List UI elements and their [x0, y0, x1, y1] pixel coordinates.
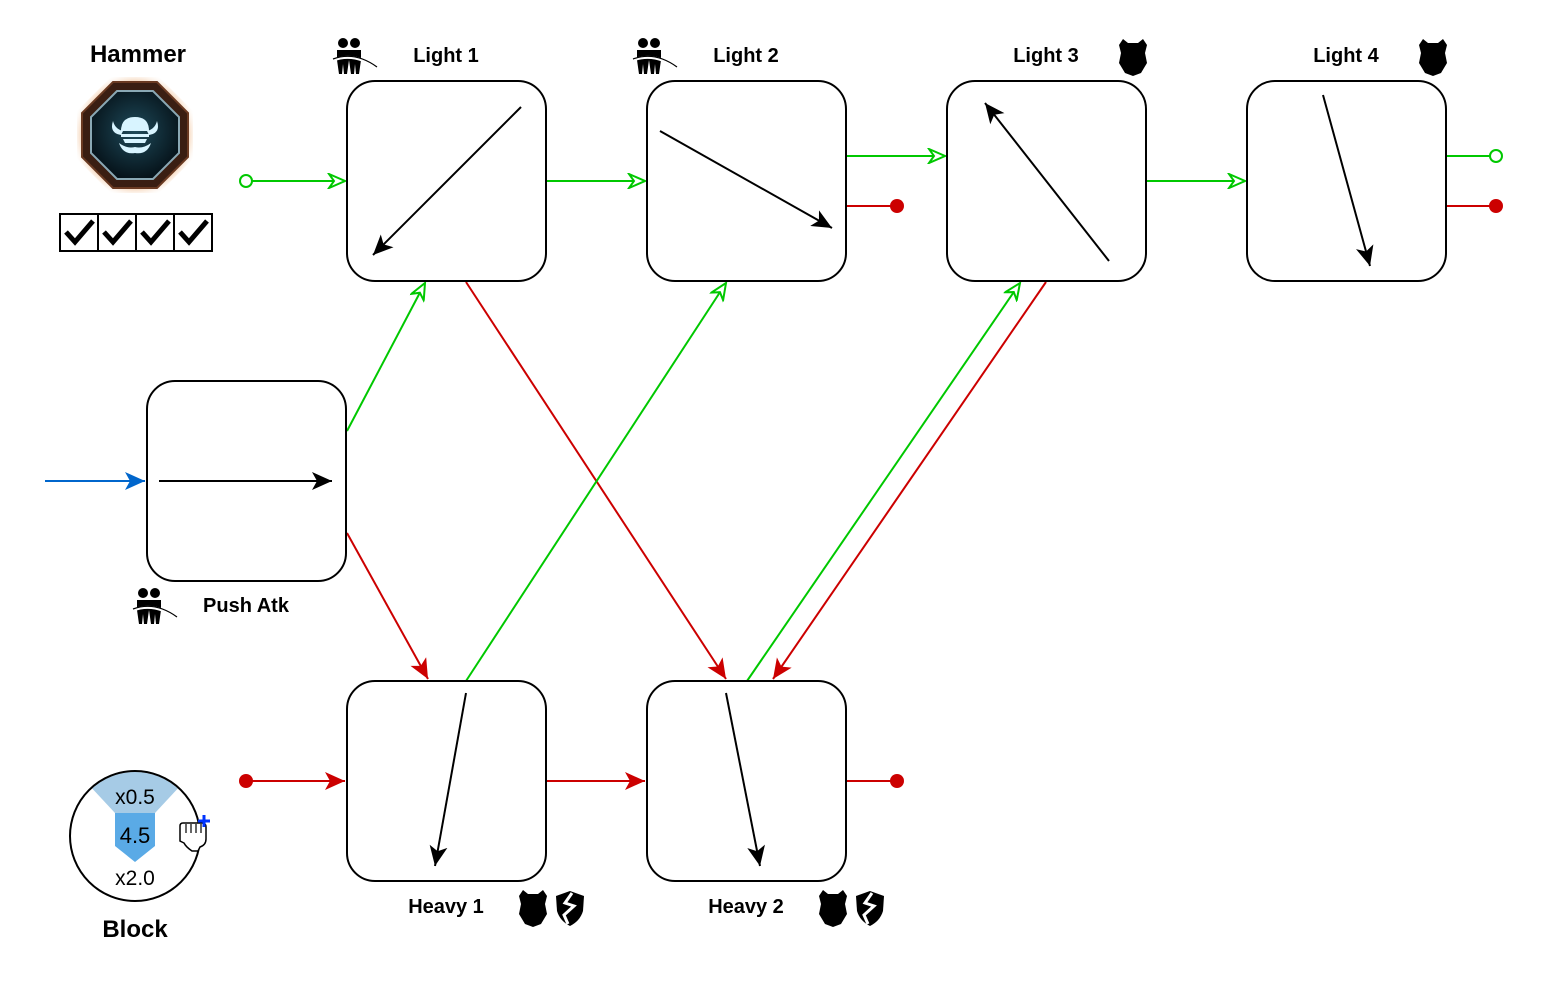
node-light3[interactable]: Light 3 — [946, 39, 1147, 282]
block-gauge: x0.5 4.5 x2.0 Block — [69, 770, 210, 943]
weapon-name: Hammer — [90, 41, 186, 68]
node-label: Push Atk — [203, 595, 290, 617]
armor-icon — [1119, 39, 1147, 76]
direction-arrow — [725, 692, 765, 867]
block-bottom-value: x2.0 — [115, 867, 155, 890]
node-light2[interactable]: Light 2 — [632, 38, 847, 282]
check-box — [173, 213, 213, 252]
node-label: Light 2 — [713, 45, 779, 67]
dodge-attack-icon — [132, 588, 178, 624]
fail-terminal — [890, 199, 904, 213]
fail-terminal — [890, 774, 904, 788]
weapon-header: Hammer — [59, 41, 213, 252]
node-label: Light 3 — [1013, 45, 1079, 67]
armor-icon — [519, 890, 547, 927]
direction-arrow — [659, 130, 833, 229]
direction-arrow — [372, 106, 522, 256]
check-box — [59, 213, 99, 252]
direction-arrow — [1322, 94, 1374, 267]
armor-break-icon — [556, 891, 584, 926]
node-heavy1[interactable]: Heavy 1 — [346, 680, 584, 927]
edge-push-light1 — [346, 283, 425, 432]
dodge-attack-icon — [632, 38, 678, 74]
block-top-value: x0.5 — [115, 786, 155, 809]
edge-push-heavy1 — [346, 532, 429, 680]
node-label: Heavy 2 — [708, 896, 784, 918]
armor-break-icon — [856, 891, 884, 926]
edges — [45, 149, 1503, 790]
node-label: Heavy 1 — [408, 896, 484, 918]
armor-icon — [819, 890, 847, 927]
check-box — [135, 213, 175, 252]
fist-plus-icon — [179, 815, 210, 852]
block-label: Block — [102, 916, 168, 943]
direction-arrow — [429, 692, 467, 867]
armor-icon — [1419, 39, 1447, 76]
block-middle-value: 4.5 — [120, 823, 151, 848]
check-box — [97, 213, 137, 252]
node-label: Light 4 — [1313, 45, 1379, 67]
node-light4[interactable]: Light 4 — [1246, 39, 1447, 282]
viking-helmet-emblem-icon — [77, 77, 193, 193]
direction-arrow — [984, 102, 1110, 262]
dodge-attack-icon — [332, 38, 378, 74]
edge-heavy2-light3 — [746, 283, 1020, 682]
fail-terminal — [1489, 199, 1503, 213]
node-heavy2[interactable]: Heavy 2 — [646, 680, 884, 927]
success-terminal — [1489, 149, 1503, 163]
node-light1[interactable]: Light 1 — [332, 38, 547, 282]
completion-checks — [59, 213, 213, 252]
edge-light3-heavy2 — [772, 281, 1047, 680]
node-label: Light 1 — [413, 45, 479, 67]
node-push-attack[interactable]: Push Atk — [132, 380, 347, 624]
start-terminal — [239, 174, 253, 188]
edge-heavy1-light2 — [465, 283, 726, 682]
fail-start-terminal — [239, 774, 253, 788]
